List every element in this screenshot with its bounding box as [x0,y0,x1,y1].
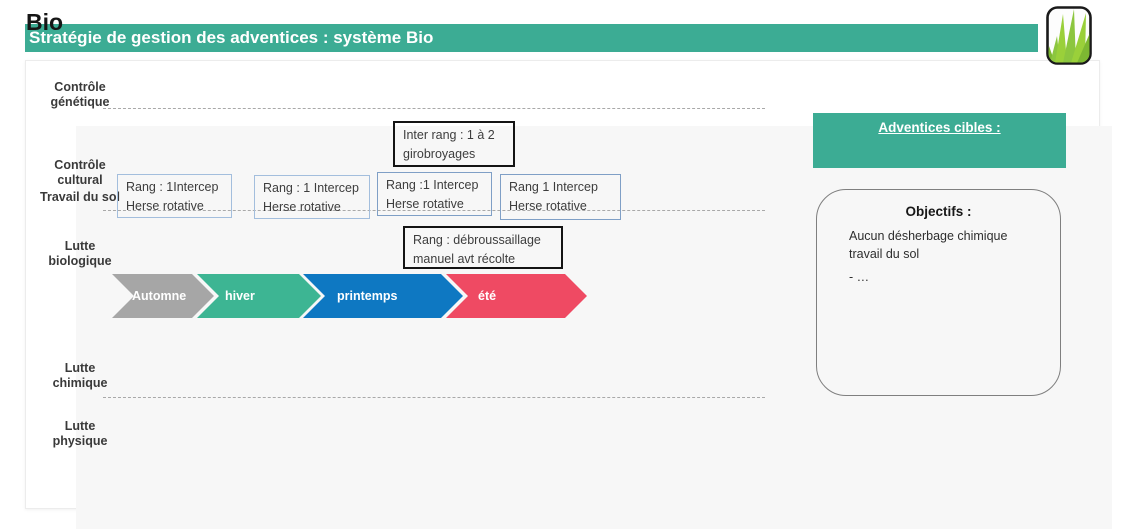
textbox-inter-rang-girobroyages: Inter rang : 1 à 2 girobroyages [393,121,515,167]
textbox-rang-intercep-2: Rang : 1 Intercep Herse rotative [254,175,370,219]
page-title: Stratégie de gestion des adventices : sy… [29,28,434,47]
objectifs-body: Aucun désherbage chimique travail du sol [849,229,1008,261]
row-label-controle-genetique: Contrôle génétique [50,80,110,109]
timeline-chevron-automne: Automne [112,274,214,318]
textbox-rang-intercep-4: Rang 1 Intercep Herse rotative [500,174,621,220]
objectifs-title: Objectifs : [905,204,972,219]
row-divider-chimique [103,397,765,398]
timeline-label-printemps: printemps [337,289,398,303]
objectifs-box: Objectifs : Aucun désherbage chimique tr… [816,189,1061,396]
content-panel [76,126,1112,529]
timeline-chevron-printemps: printemps [303,274,463,318]
adventices-cibles-box: Adventices cibles : [813,113,1066,168]
row-divider-cultural [103,210,765,211]
grass-icon [1046,6,1092,65]
corner-label: Bio [26,9,64,35]
timeline-chevron-ete: été [446,274,587,318]
row-label-lutte-physique: Lutte physique [52,419,108,448]
adventices-cibles-title: Adventices cibles : [878,120,1001,135]
objectifs-bullet: - … [849,270,870,284]
row-label-controle-cultural: Contrôle cultural [54,158,106,187]
row-label-lutte-biologique: Lutte biologique [48,239,112,268]
textbox-debroussaillage: Rang : débroussaillage manuel avt récolt… [403,226,563,269]
row-divider-genetique [103,108,765,109]
row-label-lutte-chimique: Lutte chimique [52,361,108,390]
title-bar [25,24,1038,52]
textbox-rang-intercep-3: Rang :1 Intercep Herse rotative [377,172,492,216]
timeline-label-hiver: hiver [225,289,255,303]
row-label-travail-du-sol: Travail du sol [40,190,120,204]
timeline-label-automne: Automne [132,289,187,303]
textbox-rang-intercep-1: Rang : 1Intercep Herse rotative [117,174,232,218]
timeline-label-ete: été [478,289,497,303]
